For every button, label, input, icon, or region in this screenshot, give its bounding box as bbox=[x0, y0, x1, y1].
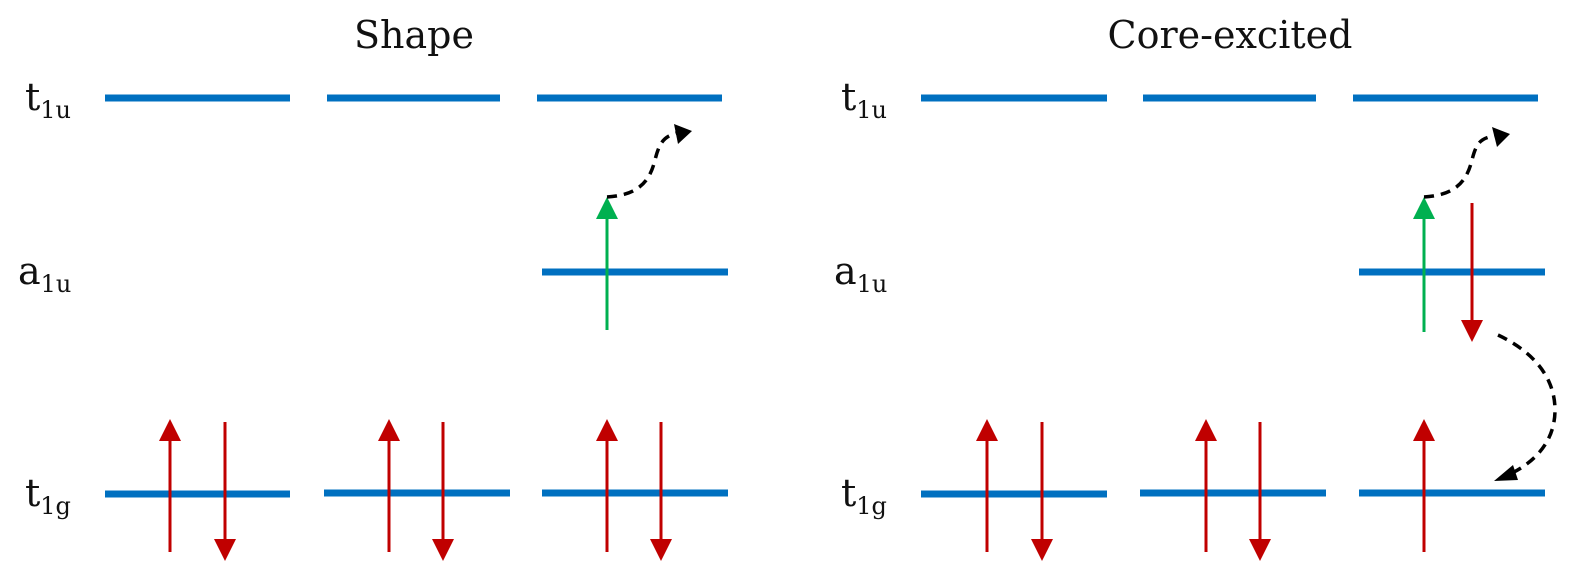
spin-down-arrow bbox=[1249, 422, 1271, 561]
spin-up-arrow bbox=[596, 419, 618, 552]
spin-up-arrow bbox=[378, 419, 400, 552]
spin-up-arrow bbox=[159, 419, 181, 552]
panel-shape: Shape t1u a1u t1g bbox=[18, 13, 728, 520]
level-label-t1g: t1g bbox=[841, 471, 887, 520]
arrowhead bbox=[1494, 465, 1518, 481]
level-label-a1u: a1u bbox=[834, 249, 887, 298]
spin-down-arrow bbox=[214, 422, 236, 561]
spin-up-arrow bbox=[976, 419, 998, 552]
panel-core-excited: Core-excited t1u a1u t1g bbox=[834, 13, 1545, 520]
spin-down-arrow bbox=[432, 422, 454, 561]
excited-spin-up-arrow bbox=[596, 197, 618, 330]
level-label-t1u: t1u bbox=[841, 75, 887, 124]
panel-title: Core-excited bbox=[1108, 13, 1353, 57]
spin-down-arrow bbox=[1031, 422, 1053, 561]
spin-up-arrow bbox=[1195, 419, 1217, 552]
level-label-t1g: t1g bbox=[25, 471, 71, 520]
level-label-t1u: t1u bbox=[25, 75, 71, 124]
panel-title: Shape bbox=[354, 13, 474, 57]
arrowhead bbox=[674, 124, 692, 144]
transition-path bbox=[606, 130, 681, 199]
spin-down-arrow bbox=[1461, 203, 1483, 342]
spin-up-arrow bbox=[1413, 419, 1435, 552]
level-label-a1u: a1u bbox=[18, 249, 71, 298]
transition-path bbox=[1423, 133, 1499, 199]
excited-spin-up-arrow bbox=[1413, 197, 1435, 332]
spin-down-arrow bbox=[650, 422, 672, 561]
arrowhead bbox=[1492, 127, 1510, 147]
spin-arrows bbox=[159, 197, 1483, 561]
transition-path bbox=[1497, 333, 1557, 477]
